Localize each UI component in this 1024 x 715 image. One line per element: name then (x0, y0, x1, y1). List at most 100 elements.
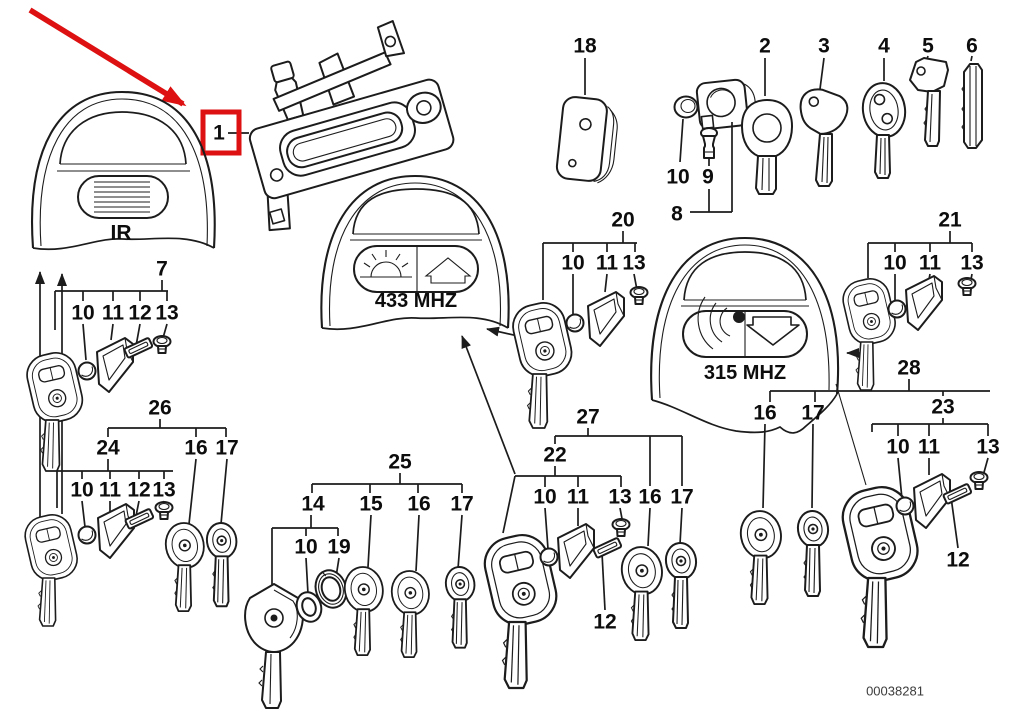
label-group-21: 21 (938, 209, 962, 232)
key-part-2 (741, 99, 793, 195)
label-sub-12: 12 (127, 479, 150, 502)
ir-remote-dome: IR (31, 90, 216, 520)
key-part-16 (617, 542, 667, 641)
group-26: 26 24 16 17 10 11 12 13 (20, 397, 240, 627)
label-group-14: 14 (301, 493, 325, 516)
label-sub-10: 10 (886, 436, 909, 459)
label-part-6: 6 (966, 35, 978, 58)
label-part-2: 2 (759, 35, 771, 58)
label-sub-17: 17 (801, 402, 824, 425)
label-part-18: 18 (573, 35, 597, 58)
clip-part (96, 337, 134, 393)
label-group-24: 24 (96, 437, 120, 460)
label-sub-9: 9 (702, 166, 714, 189)
key-part-17 (662, 540, 700, 629)
key-part-17 (203, 520, 240, 608)
label-sub-12: 12 (128, 302, 151, 325)
remote-key-part (22, 347, 88, 472)
key-part-4 (858, 79, 910, 179)
label-group-25: 25 (388, 451, 412, 474)
label-part-5: 5 (922, 35, 934, 58)
key-part-15 (340, 563, 388, 656)
key-part-17 (794, 508, 832, 597)
label-sub-13: 13 (152, 479, 175, 502)
key-part-3 (795, 86, 851, 187)
clip-part (587, 291, 625, 347)
cap-part (673, 95, 699, 119)
label-sub-16: 16 (753, 402, 776, 425)
label-group-22: 22 (543, 444, 566, 467)
label-sub-11: 11 (919, 252, 942, 275)
label-sub-15: 15 (359, 493, 383, 516)
screw-part (957, 277, 977, 296)
label-part-4: 4 (878, 35, 890, 58)
screw-part (629, 286, 649, 305)
ir-label: IR (111, 222, 132, 245)
label-sub-11: 11 (918, 436, 941, 459)
label-sub-10: 10 (71, 302, 94, 325)
strip-part (592, 536, 623, 560)
group-27: 27 22 10 11 13 16 17 12 (478, 406, 700, 690)
button-part (895, 496, 915, 516)
label-sub-10: 10 (294, 536, 317, 559)
label-sub-13: 13 (155, 302, 178, 325)
group-20: 20 10 11 13 (507, 209, 649, 429)
label-sub-10: 10 (666, 166, 689, 189)
remote-key-part (507, 297, 577, 429)
arrow-down-icon (746, 316, 800, 346)
label-group-26: 26 (148, 397, 171, 420)
pin-part (700, 127, 718, 159)
label-sub-17: 17 (670, 486, 693, 509)
red-highlight-box (200, 109, 242, 156)
label-group-20: 20 (611, 209, 634, 232)
group-25: 25 14 15 16 17 10 19 (244, 451, 478, 709)
red-callout: 1 (28, 7, 249, 156)
button-part (539, 547, 559, 567)
leader-arrow (461, 335, 516, 475)
label-sub-13: 13 (976, 436, 999, 459)
remote-key-part (20, 510, 82, 627)
label-group-7: 7 (156, 258, 168, 281)
button-part (887, 299, 907, 319)
label-group-8: 8 (671, 203, 683, 226)
key-part-16 (736, 506, 786, 605)
flat-fob-part (554, 94, 621, 186)
house-icon (424, 257, 472, 284)
lock-cylinder-group: 10 9 8 (666, 78, 757, 226)
label-sub-11: 11 (99, 479, 122, 502)
label-sub-12: 12 (946, 549, 969, 572)
diagram-code: 00038281 (866, 684, 924, 699)
callout-part-number: 1 (213, 122, 225, 145)
label-sub-13: 13 (960, 252, 983, 275)
signal-icon (697, 296, 745, 350)
key-part-17 (442, 564, 478, 649)
key-part-14 (244, 583, 304, 709)
label-sub-10: 10 (70, 479, 93, 502)
label-sub-13: 13 (608, 486, 631, 509)
label-433mhz: 433 MHZ (375, 290, 457, 312)
label-sub-10: 10 (533, 486, 556, 509)
clip-part (905, 275, 943, 331)
label-sub-10: 10 (883, 252, 906, 275)
label-group-28: 28 (897, 357, 921, 380)
door-handle-assembly (248, 20, 455, 232)
label-sub-11: 11 (567, 486, 590, 509)
remote-dome-315: 315 MHZ (650, 236, 867, 486)
label-sub-19: 19 (327, 536, 350, 559)
top-parts: 18 10 9 8 2 (554, 35, 983, 226)
label-sub-16: 16 (184, 437, 207, 460)
label-sub-17: 17 (450, 493, 473, 516)
remote-key-part (838, 274, 900, 391)
label-sub-10: 10 (561, 252, 584, 275)
screw-part (152, 335, 172, 354)
label-sub-16: 16 (638, 486, 661, 509)
screw-part (154, 501, 174, 520)
clip-part (913, 473, 951, 529)
remote-dome-433: 433 MHZ (320, 174, 528, 475)
label-part-3: 3 (818, 35, 830, 58)
label-group-23: 23 (931, 396, 954, 419)
key-part-5 (909, 57, 949, 147)
leader-line (835, 383, 867, 486)
key-blade-part-6 (961, 63, 983, 149)
